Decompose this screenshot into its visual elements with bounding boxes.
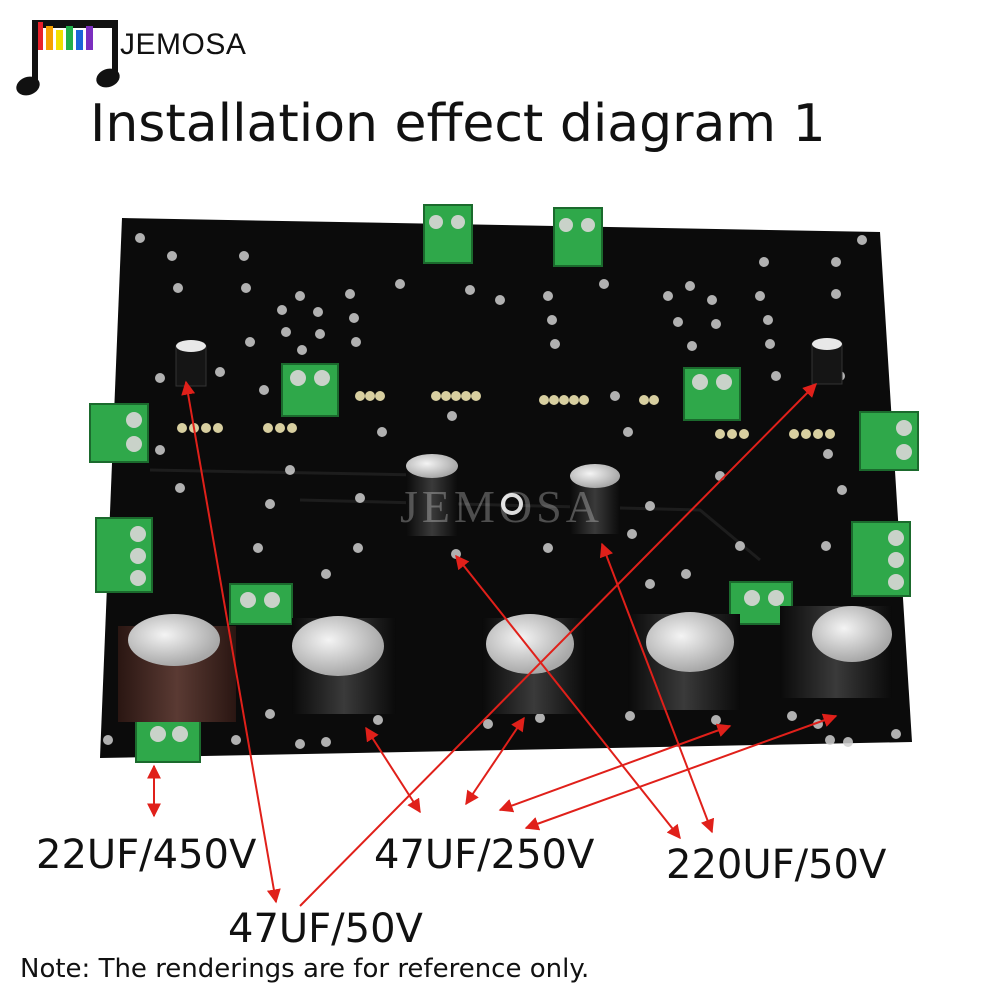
terminal-block [683,367,741,421]
brand-name: JEMOSA [120,28,247,61]
reference-note: Note: The renderings are for reference o… [20,954,590,984]
label-220uf-50v: 220UF/50V [666,842,887,888]
label-47uf-250v: 47UF/250V [374,832,595,878]
terminal-block [95,517,153,593]
capacitor-47uf-250v [292,616,396,714]
label-47uf-50v: 47UF/50V [228,906,423,952]
capacitor-220uf-50v-right [570,464,620,534]
page-title: Installation effect diagram 1 [90,94,826,154]
terminal-block [729,581,793,625]
brand-logo-icon [16,20,120,96]
small-capacitor-47uf-50v-left [175,340,207,387]
capacitor-47uf-250v [780,606,892,698]
terminal-block [229,583,293,625]
label-22uf-450v: 22UF/450V [36,832,257,878]
watermark: JEMOSA [400,481,603,532]
capacitor-220uf-50v-left [406,454,458,536]
terminal-block [135,715,201,763]
terminal-block [89,403,149,463]
mounting-washer [501,493,523,515]
terminal-block [851,521,911,597]
capacitor-47uf-250v [628,612,740,710]
terminal-block [553,207,603,267]
callout-arrows [147,380,838,907]
capacitor-22uf-450v [118,614,236,722]
terminal-block [859,411,919,471]
small-capacitor-47uf-50v-right [811,338,843,385]
terminal-block [423,204,473,264]
terminal-block [281,363,339,417]
